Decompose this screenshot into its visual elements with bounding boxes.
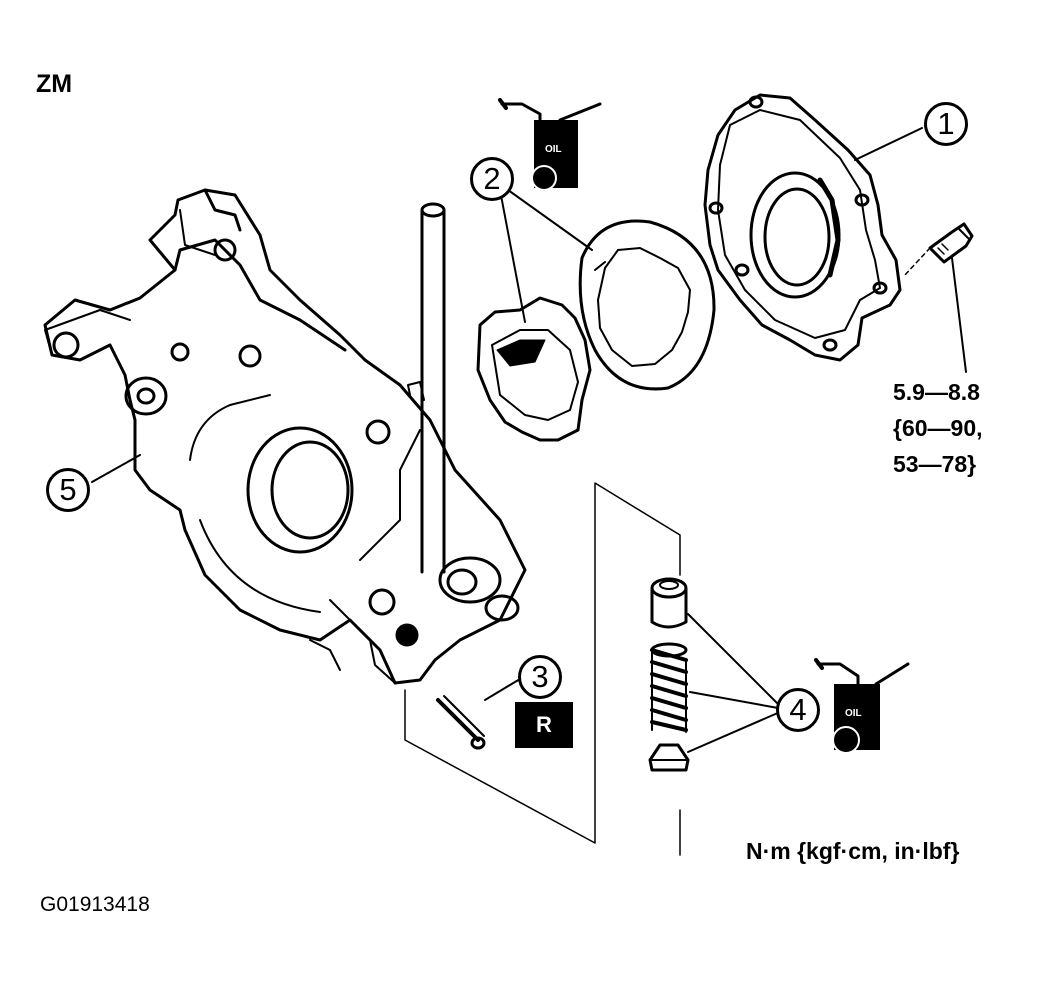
replace-part-badge: R <box>515 702 573 748</box>
callout-4: 4 <box>776 688 820 732</box>
pump-body-drawing <box>43 188 527 685</box>
oil-can-icon <box>498 98 602 191</box>
callout-3: 3 <box>518 655 562 699</box>
callout-5: 5 <box>46 468 90 512</box>
strainer-tube-drawing <box>420 202 446 574</box>
units-note: N·m {kgf·cm, in·lbf} <box>746 838 960 864</box>
callout-1: 1 <box>924 102 968 146</box>
rotor-drawing <box>476 219 716 442</box>
oil-badge-label: OIL <box>845 708 862 719</box>
oil-badge-label: OIL <box>545 144 562 155</box>
figure-id: G01913418 <box>40 893 150 916</box>
cover-screw-drawing <box>903 222 974 373</box>
torque-spec-line: 5.9—8.8 <box>893 379 980 405</box>
relief-valve-drawing <box>648 577 783 772</box>
engine-code-label: ZM <box>36 70 73 98</box>
assembly-guide-lines <box>404 482 681 856</box>
rotor-leader-lines <box>499 189 593 323</box>
oil-can-icon <box>814 658 910 754</box>
body-leader-line <box>91 454 141 483</box>
torque-spec-line: 53—78} <box>893 451 977 477</box>
torque-spec: 5.9—8.8 {60—90, 53—78} <box>893 374 983 482</box>
split-pin-drawing <box>436 675 526 750</box>
pump-cover-drawing <box>703 93 923 362</box>
callout-2: 2 <box>470 157 514 201</box>
torque-spec-line: {60—90, <box>893 415 983 441</box>
